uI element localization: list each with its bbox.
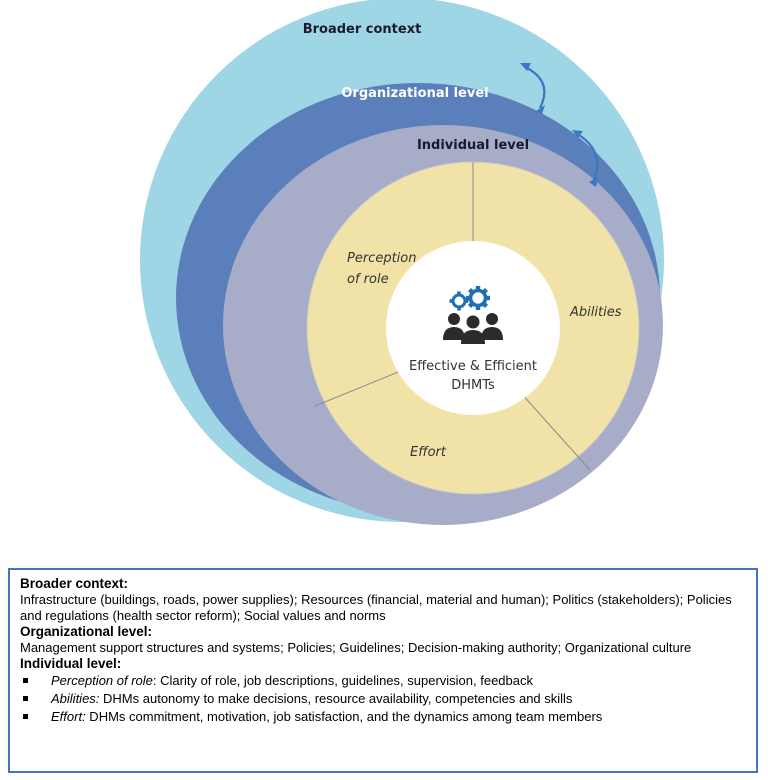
capacity-diagram: Broader context Organizational level Ind… bbox=[140, 0, 664, 525]
bullet-icon bbox=[23, 714, 28, 719]
individual-level-title: Individual level: bbox=[20, 656, 122, 671]
center-label-line1: Effective & Efficient bbox=[409, 359, 537, 374]
item-term: Effort: bbox=[51, 709, 86, 724]
list-item: Abilities: DHMs autonomy to make decisio… bbox=[20, 691, 746, 707]
item-text: DHMs commitment, motivation, job satisfa… bbox=[85, 709, 603, 724]
double-arrow-icon bbox=[572, 130, 599, 187]
item-term: Perception of role bbox=[51, 673, 153, 688]
ring-label-individual: Individual level bbox=[417, 138, 529, 153]
organizational-level-title: Organizational level: bbox=[20, 624, 153, 639]
item-text: : Clarity of role, job descriptions, gui… bbox=[152, 673, 533, 688]
individual-level-list: Perception of role: Clarity of role, job… bbox=[20, 673, 746, 725]
segment-label-abilities: Abilities bbox=[569, 305, 622, 320]
legend-box: Broader context: Infrastructure (buildin… bbox=[8, 568, 758, 773]
center-label-line2: DHMTs bbox=[451, 378, 495, 393]
list-item: Effort: DHMs commitment, motivation, job… bbox=[20, 709, 746, 725]
segment-divider bbox=[519, 391, 591, 471]
segment-label-effort: Effort bbox=[410, 445, 447, 460]
broader-context-text: Infrastructure (buildings, roads, power … bbox=[20, 592, 732, 623]
ring-label-organizational: Organizational level bbox=[341, 86, 488, 101]
bullet-icon bbox=[23, 696, 28, 701]
bullet-icon bbox=[23, 678, 28, 683]
organizational-level-text: Management support structures and system… bbox=[20, 640, 692, 655]
double-arrow-icon bbox=[520, 63, 546, 114]
segment-label-perception-line2: of role bbox=[347, 272, 389, 287]
broader-context-title: Broader context: bbox=[20, 576, 129, 591]
segment-divider bbox=[314, 367, 409, 407]
ring-label-broader: Broader context bbox=[303, 22, 422, 37]
team-gears-icon bbox=[443, 286, 503, 344]
item-text: DHMs autonomy to make decisions, resourc… bbox=[99, 691, 573, 706]
segment-label-perception-line1: Perception bbox=[347, 251, 416, 266]
item-term: Abilities: bbox=[51, 691, 100, 706]
list-item: Perception of role: Clarity of role, job… bbox=[20, 673, 746, 689]
